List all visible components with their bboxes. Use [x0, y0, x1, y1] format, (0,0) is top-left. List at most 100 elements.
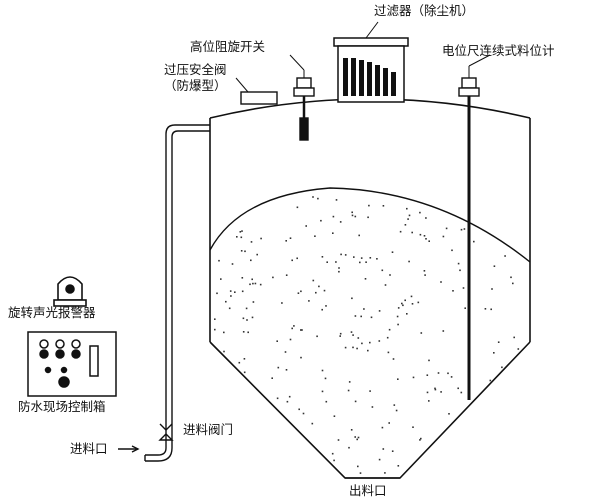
- material-speck: [402, 304, 404, 307]
- material-speck: [428, 400, 430, 402]
- material-speck: [460, 391, 463, 394]
- material-speck: [324, 377, 327, 380]
- material-speck: [457, 387, 459, 390]
- material-speck: [220, 278, 222, 280]
- material-speck: [271, 377, 273, 379]
- material-speck: [408, 214, 411, 217]
- material-speck: [493, 352, 495, 354]
- material-speck: [376, 258, 378, 260]
- material-speck: [364, 278, 367, 280]
- material-speck: [250, 259, 252, 262]
- material-speck: [357, 465, 359, 468]
- material-speck: [384, 284, 387, 286]
- material-speck: [288, 395, 291, 398]
- level-meter-label: 电位尺连续式料位计: [442, 43, 555, 58]
- material-speck: [397, 307, 400, 309]
- material-speck: [489, 379, 492, 382]
- material-speck: [391, 251, 394, 253]
- material-speck: [464, 307, 466, 309]
- material-speck: [254, 282, 257, 285]
- material-speck: [459, 269, 461, 272]
- material-speck: [251, 316, 254, 319]
- material-speck: [386, 336, 389, 339]
- material-speck: [281, 302, 283, 304]
- material-speck: [230, 295, 232, 297]
- material-speck: [442, 330, 445, 332]
- material-speck: [407, 218, 409, 220]
- material-speck: [333, 459, 335, 462]
- material-speck: [344, 346, 347, 349]
- material-speck: [426, 374, 429, 376]
- material-speck: [344, 254, 347, 256]
- high-level-switch-label: 高位阻旋开关: [190, 39, 266, 54]
- alarm-label: 旋转声光报警器: [8, 305, 96, 320]
- material-speck: [391, 450, 394, 452]
- material-speck: [392, 358, 395, 360]
- material-speck: [367, 216, 369, 219]
- material-speck: [382, 448, 385, 450]
- material-speck: [276, 340, 278, 342]
- material-speck: [339, 221, 342, 223]
- inlet-valve-label: 进料阀门: [183, 422, 234, 437]
- material-speck: [473, 240, 475, 243]
- material-speck: [426, 391, 429, 394]
- material-speck: [412, 376, 415, 379]
- material-speck: [382, 205, 385, 207]
- material-speck: [300, 329, 302, 331]
- material-speck: [447, 372, 449, 375]
- material-speck: [298, 408, 300, 411]
- material-speck: [296, 257, 298, 260]
- material-speck: [378, 340, 381, 342]
- material-speck: [428, 240, 430, 242]
- material-speck: [312, 196, 314, 198]
- material-speck: [339, 332, 342, 335]
- material-speck: [396, 315, 399, 318]
- material-speck: [333, 415, 336, 417]
- material-speck: [384, 472, 386, 474]
- material-speck: [419, 233, 422, 236]
- material-speck: [229, 290, 232, 292]
- material-speck: [325, 305, 327, 307]
- material-speck: [434, 388, 437, 391]
- material-speck: [332, 215, 335, 218]
- material-speck: [353, 256, 355, 258]
- material-speck: [218, 259, 220, 262]
- safety-valve-label-2: （防爆型）: [164, 78, 227, 93]
- material-speck: [326, 261, 328, 263]
- material-speck: [302, 412, 305, 415]
- material-speck: [238, 361, 241, 364]
- material-speck: [245, 307, 248, 310]
- material-speck: [354, 436, 356, 438]
- material-speck: [311, 422, 314, 425]
- material-speck: [241, 290, 244, 293]
- rotary-alarm-icon: [53, 276, 87, 307]
- material-speck: [241, 230, 243, 232]
- material-speck: [451, 249, 453, 252]
- material-speck: [286, 400, 289, 403]
- material-speck: [314, 235, 316, 237]
- material-speck: [354, 400, 357, 403]
- material-speck: [517, 348, 520, 350]
- material-speck: [452, 290, 454, 292]
- material-speck: [351, 211, 353, 214]
- material-speck: [247, 331, 249, 334]
- material-speck: [370, 316, 373, 319]
- material-speck: [388, 328, 391, 331]
- material-speck: [504, 255, 506, 257]
- material-speck: [442, 235, 445, 238]
- material-speck: [378, 458, 381, 461]
- material-speck: [323, 289, 326, 292]
- silo-cone: [209, 341, 531, 479]
- material-speck: [388, 422, 390, 424]
- material-speck: [332, 232, 334, 234]
- material-speck: [252, 282, 254, 285]
- material-speck: [240, 250, 243, 252]
- material-speck: [395, 409, 398, 412]
- material-speck: [404, 299, 406, 302]
- material-speck: [352, 346, 354, 349]
- material-speck: [338, 267, 340, 269]
- material-speck: [291, 327, 293, 330]
- material-speck: [406, 207, 408, 210]
